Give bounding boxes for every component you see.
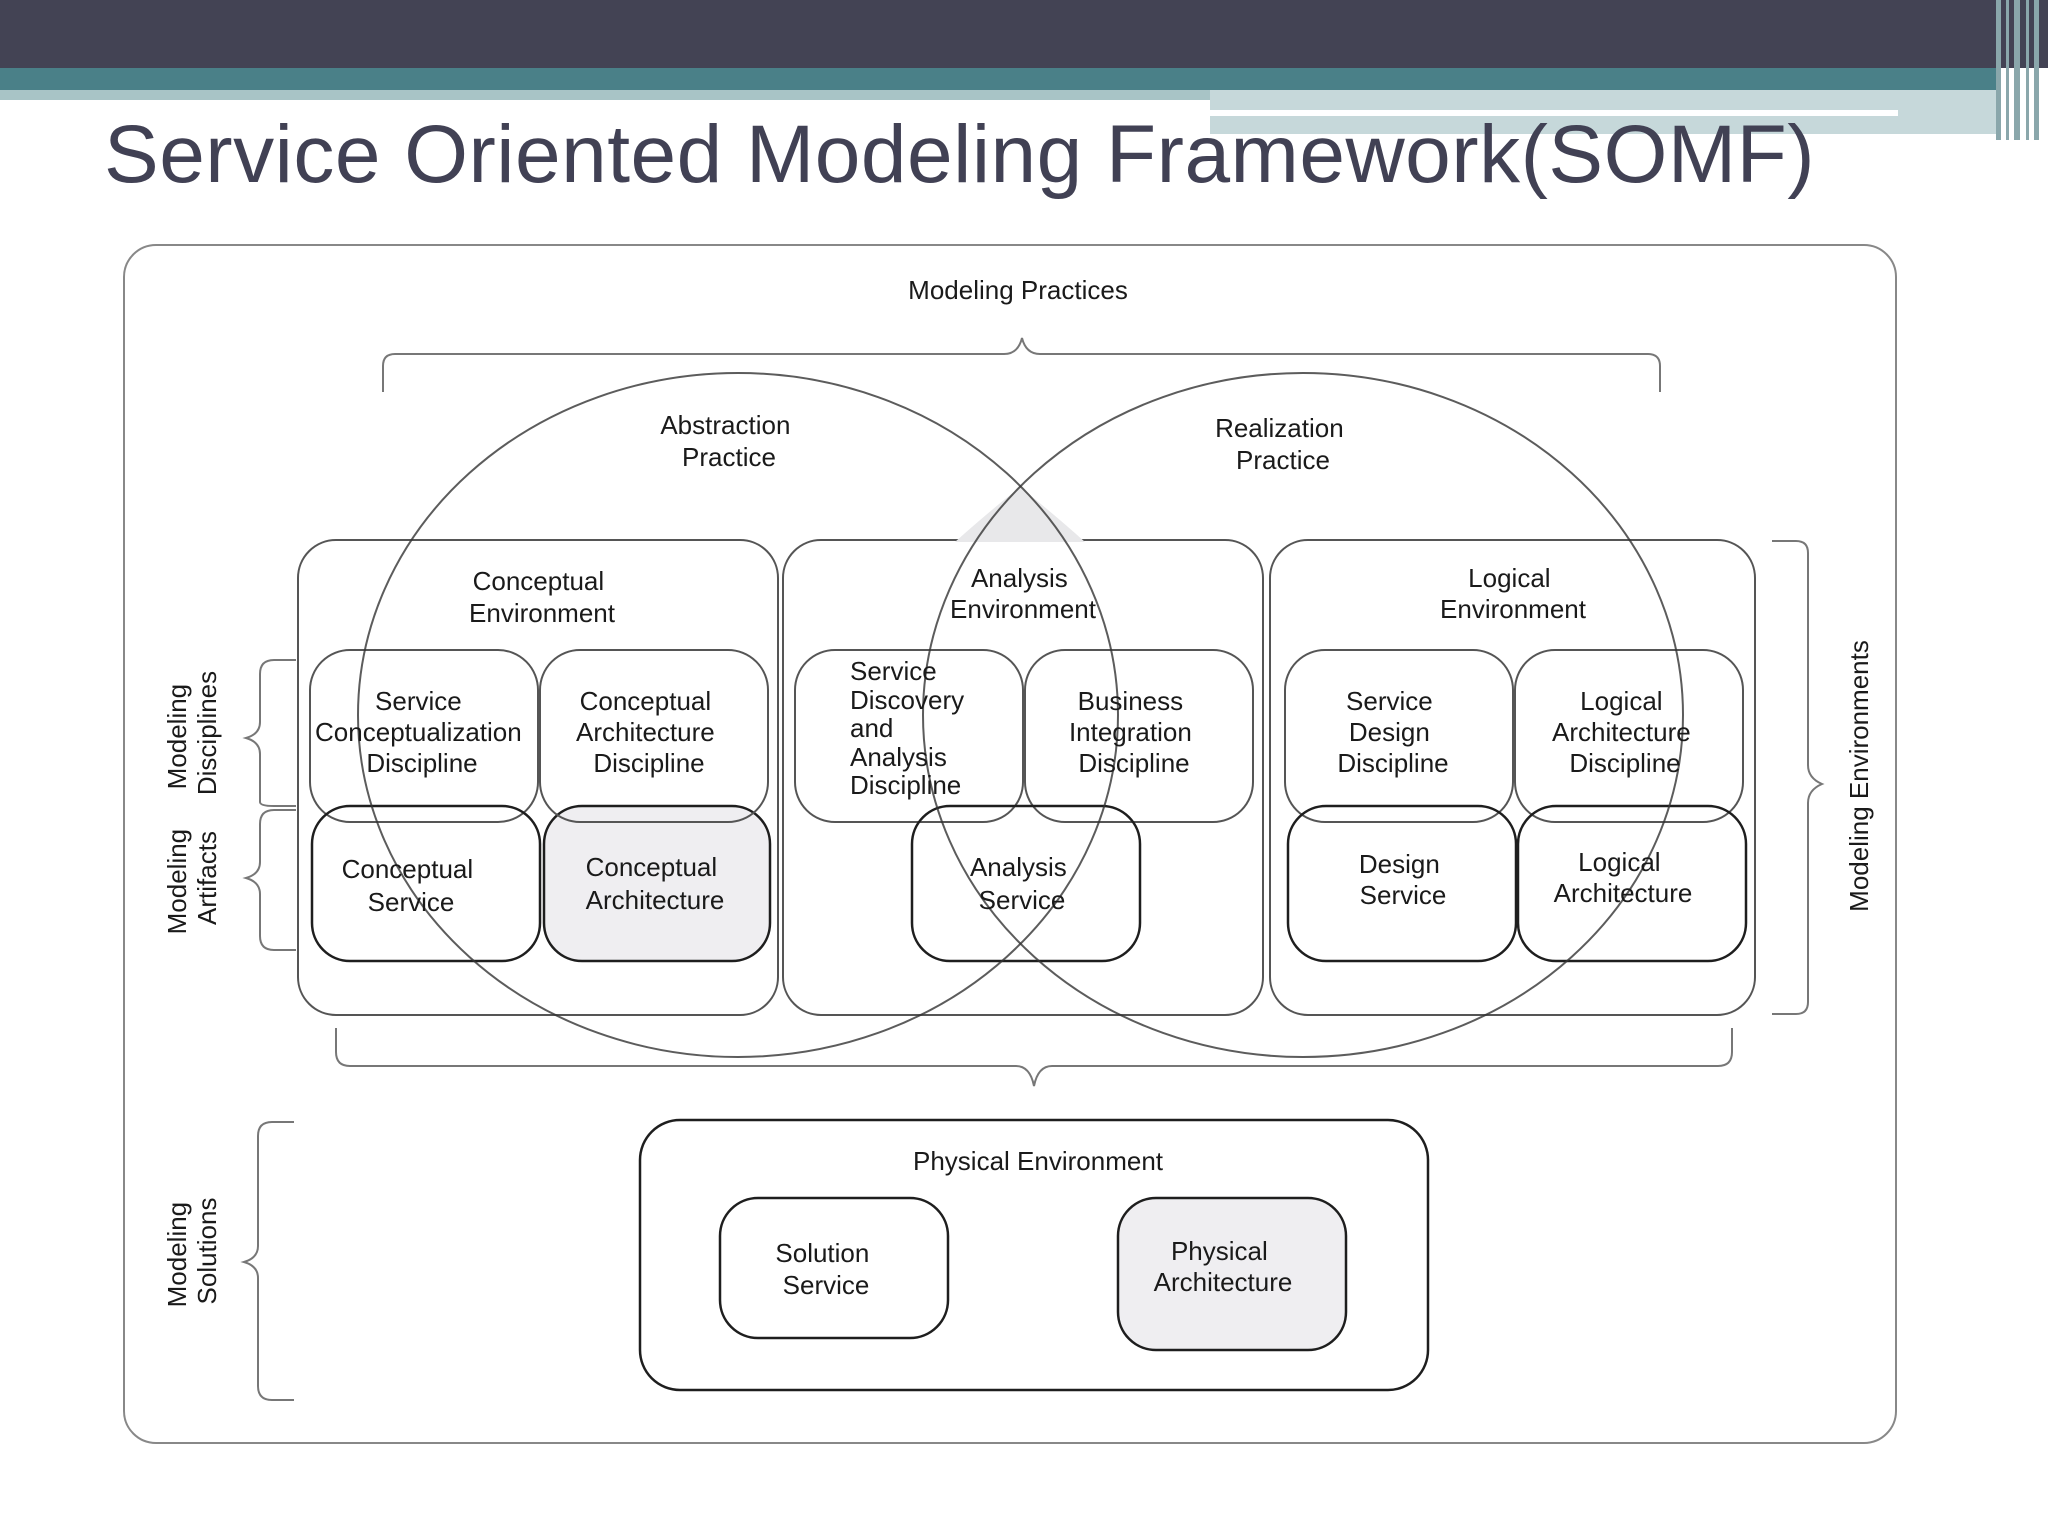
analysis-service-label: Analysis Service: [970, 852, 1074, 915]
service-conceptualization-discipline-label: Service Conceptualization Discipline: [315, 686, 529, 778]
physical-architecture-label: Physical Architecture: [1154, 1236, 1293, 1297]
service-design-discipline-label: Service Design Discipline: [1337, 686, 1448, 778]
analysis-environment-label: Analysis Environment: [950, 563, 1097, 624]
physical-environment-box: [638, 1118, 1430, 1392]
modeling-disciplines-brace: [242, 659, 296, 807]
logical-architecture-label: Logical Architecture: [1554, 847, 1693, 908]
physical-environment-label: Physical Environment: [913, 1146, 1164, 1176]
design-service-label: Design Service: [1359, 849, 1447, 910]
solution-service-label: Solution Service: [775, 1238, 876, 1300]
business-integration-discipline-box: [1024, 649, 1254, 823]
header-light-band: [0, 90, 1210, 100]
header-accent-bar: [0, 68, 2000, 90]
service-design-discipline-box: [1284, 649, 1514, 823]
modeling-practices-label: Modeling Practices: [908, 275, 1128, 305]
header-stripes: [1992, 0, 2048, 140]
conceptual-architecture-discipline-box: [539, 649, 769, 823]
logical-architecture-discipline-box: [1514, 649, 1744, 823]
modeling-solutions-brace: [240, 1121, 294, 1401]
conceptual-environment-label: Conceptual Environment: [469, 566, 616, 628]
abstraction-practice-circle: [357, 372, 1119, 1058]
service-discovery-discipline-box: [794, 649, 1024, 823]
modeling-environments-label: Modeling Environments: [1844, 640, 1874, 912]
modeling-practices-brace: [382, 337, 1661, 392]
design-service-box: [1286, 804, 1518, 963]
logical-architecture-box: [1516, 804, 1748, 963]
conceptual-service-box: [310, 804, 542, 963]
modeling-artifacts-brace: [242, 809, 296, 951]
modeling-artifacts-label: Modeling Artifacts: [162, 822, 222, 935]
conceptual-architecture-discipline-label: Conceptual Architecture Discipline: [576, 686, 722, 778]
header-bar: [0, 0, 2048, 68]
conceptual-architecture-label: Conceptual Architecture: [586, 852, 725, 915]
logical-environment-box: [1269, 539, 1756, 1016]
logical-environment-label: Logical Environment: [1440, 563, 1587, 624]
realization-practice-circle: [922, 372, 1684, 1058]
service-conceptualization-discipline-box: [309, 649, 539, 823]
abstraction-practice-label: Abstraction Practice: [660, 410, 797, 472]
analysis-service-box: [910, 804, 1142, 963]
modeling-environments-brace: [1772, 540, 1825, 1015]
outer-frame: [123, 244, 1897, 1444]
solution-service-box: [718, 1196, 950, 1340]
physical-architecture-box: [1116, 1196, 1348, 1352]
header-white-line: [1210, 110, 1898, 116]
logical-architecture-discipline-label: Logical Architecture Discipline: [1552, 686, 1698, 778]
conceptual-environment-box: [297, 539, 779, 1016]
conceptual-service-label: Conceptual Service: [342, 854, 481, 917]
realization-practice-label: Realization Practice: [1215, 413, 1351, 475]
modeling-solutions-label: Modeling Solutions: [162, 1195, 222, 1308]
modeling-disciplines-label: Modeling Disciplines: [162, 671, 222, 795]
business-integration-discipline-label: Business Integration Discipline: [1069, 686, 1199, 778]
conceptual-architecture-box: [542, 804, 772, 963]
practice-overlap-shade: [955, 487, 1085, 542]
environments-bottom-brace: [335, 1028, 1733, 1087]
service-discovery-discipline-label: Service Discovery and Analysis Disciplin…: [850, 656, 971, 800]
slide-title: Service Oriented Modeling Framework(SOMF…: [104, 109, 1816, 200]
